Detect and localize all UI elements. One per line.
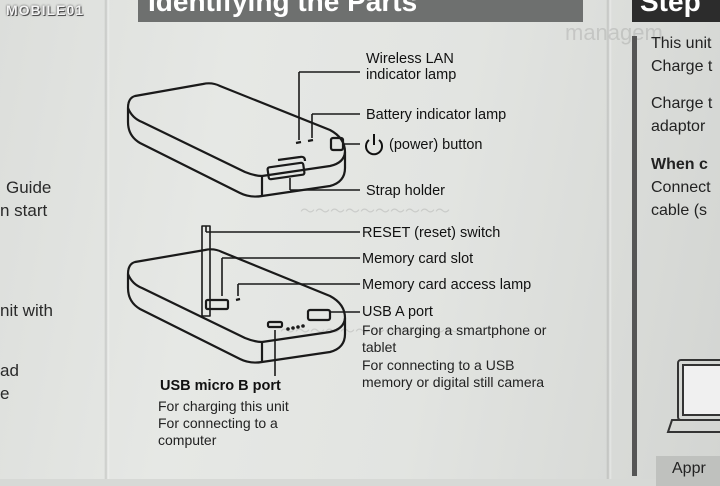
usb-micro-b-description: For charging this unit xyxy=(158,398,289,414)
step-header: Step xyxy=(632,0,720,22)
right-text-line: cable (s xyxy=(651,202,708,219)
usb-a-port-label: USB A port xyxy=(362,304,433,320)
usb-micro-b-description: computer xyxy=(158,432,217,448)
footer-text: Appr xyxy=(672,460,706,477)
battery-lamp-label: Battery indicator lamp xyxy=(366,107,507,123)
power-button-label: (power) button xyxy=(389,137,483,153)
memory-card-lamp-label: Memory card access lamp xyxy=(362,277,532,293)
left-text-line: e xyxy=(0,384,10,403)
usb-micro-b-description: For connecting to a xyxy=(158,415,278,431)
page-fold xyxy=(104,0,110,479)
left-text-line: n start xyxy=(0,201,48,220)
wireless-lan-label: Wireless LAN xyxy=(366,51,454,67)
memory-card-slot-label: Memory card slot xyxy=(362,251,474,267)
left-column: Guide n start nit with ad e xyxy=(0,0,110,479)
page-fold xyxy=(606,0,612,479)
usb-a-description: tablet xyxy=(362,339,397,355)
bleed-through-text: ～～～～～～～～～～～～ xyxy=(280,323,461,340)
step-title: Step xyxy=(640,0,701,17)
usb-a-description: memory or digital still camera xyxy=(362,374,545,390)
right-text-line: Charge t xyxy=(651,95,713,112)
left-text-line: ad xyxy=(0,361,19,380)
right-column: Step This unit Charge t Charge t adaptor… xyxy=(620,0,720,486)
bleed-through-text: ～～～～～～～～～～ xyxy=(300,203,451,220)
right-text-line: adaptor xyxy=(651,118,706,135)
watermark: MOBILE01 xyxy=(6,2,85,18)
right-subheading: When c xyxy=(651,156,708,173)
usb-a-description: For connecting to a USB xyxy=(362,357,515,373)
reset-switch-label: RESET (reset) switch xyxy=(362,225,501,241)
left-text-line: Guide xyxy=(6,178,52,197)
section-header: Identifying the Parts xyxy=(138,0,583,22)
right-text-line: This unit xyxy=(651,35,712,52)
right-text-line: Charge t xyxy=(651,58,713,75)
section-title: Identifying the Parts xyxy=(148,0,418,17)
left-text-line: nit with xyxy=(0,301,53,320)
bleed-through-text: managem xyxy=(565,20,663,45)
wireless-lan-label: indicator lamp xyxy=(366,67,457,83)
usb-micro-b-label: USB micro B port xyxy=(160,378,281,394)
right-text-line: Connect xyxy=(651,179,711,196)
column-rule xyxy=(632,36,637,476)
usb-a-description: For charging a smartphone or xyxy=(362,322,547,338)
laptop-icon xyxy=(666,359,720,433)
strap-holder-label: Strap holder xyxy=(366,183,445,199)
